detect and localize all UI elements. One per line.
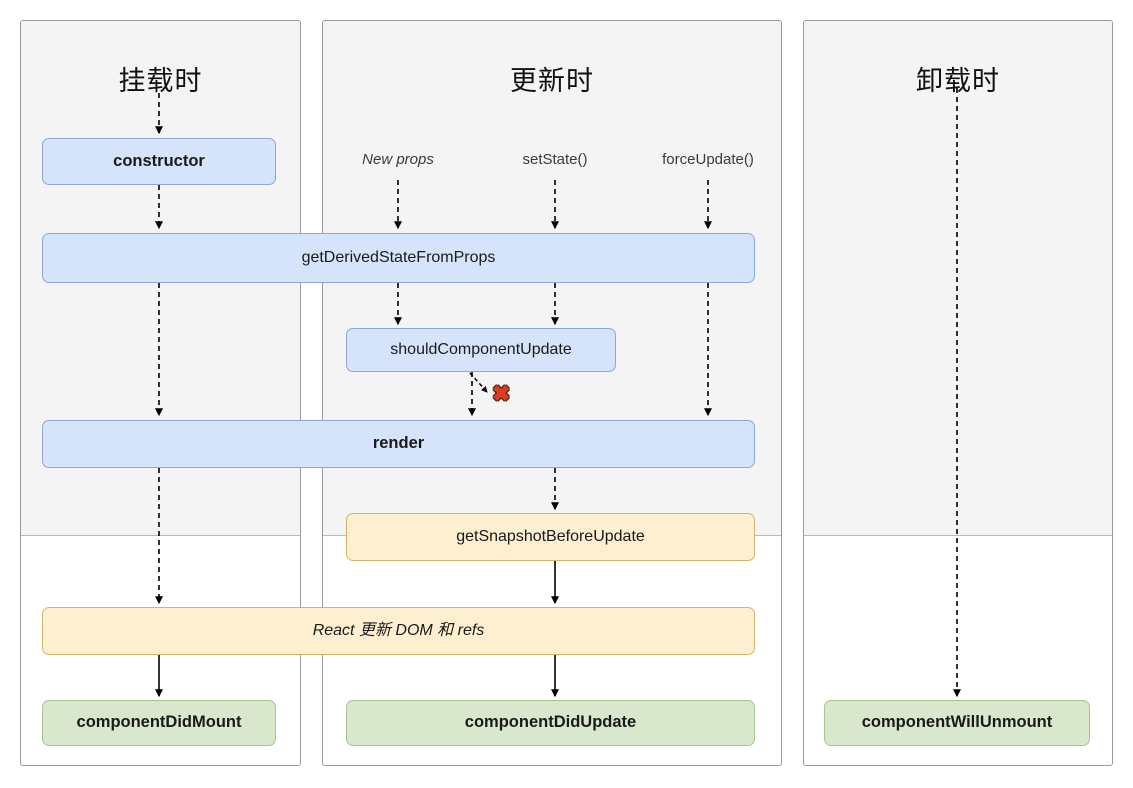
column-title-unmounting: 卸载时 (916, 66, 1000, 96)
node-component-will-unmount[interactable]: componentWillUnmount (824, 700, 1090, 746)
abort-x-icon: ✖ (492, 381, 511, 406)
trigger-label-force-update: forceUpdate() (662, 151, 754, 168)
node-should-component-update[interactable]: shouldComponentUpdate (346, 328, 616, 372)
node-component-did-update[interactable]: componentDidUpdate (346, 700, 755, 746)
node-render[interactable]: render (42, 420, 755, 468)
node-get-derived-state-from-props[interactable]: getDerivedStateFromProps (42, 233, 755, 283)
panel-unmounting: 卸载时 (803, 20, 1113, 766)
column-title-updating: 更新时 (510, 66, 594, 96)
node-constructor[interactable]: constructor (42, 138, 276, 185)
node-component-did-mount[interactable]: componentDidMount (42, 700, 276, 746)
column-title-mounting: 挂载时 (118, 66, 203, 96)
node-react-updates-dom-and-refs[interactable]: React 更新 DOM 和 refs (42, 607, 755, 655)
panel-shade-unmounting (804, 21, 1112, 536)
trigger-label-set-state: setState() (522, 151, 588, 168)
trigger-label-new-props: New props (362, 151, 434, 168)
node-get-snapshot-before-update[interactable]: getSnapshotBeforeUpdate (346, 513, 755, 561)
